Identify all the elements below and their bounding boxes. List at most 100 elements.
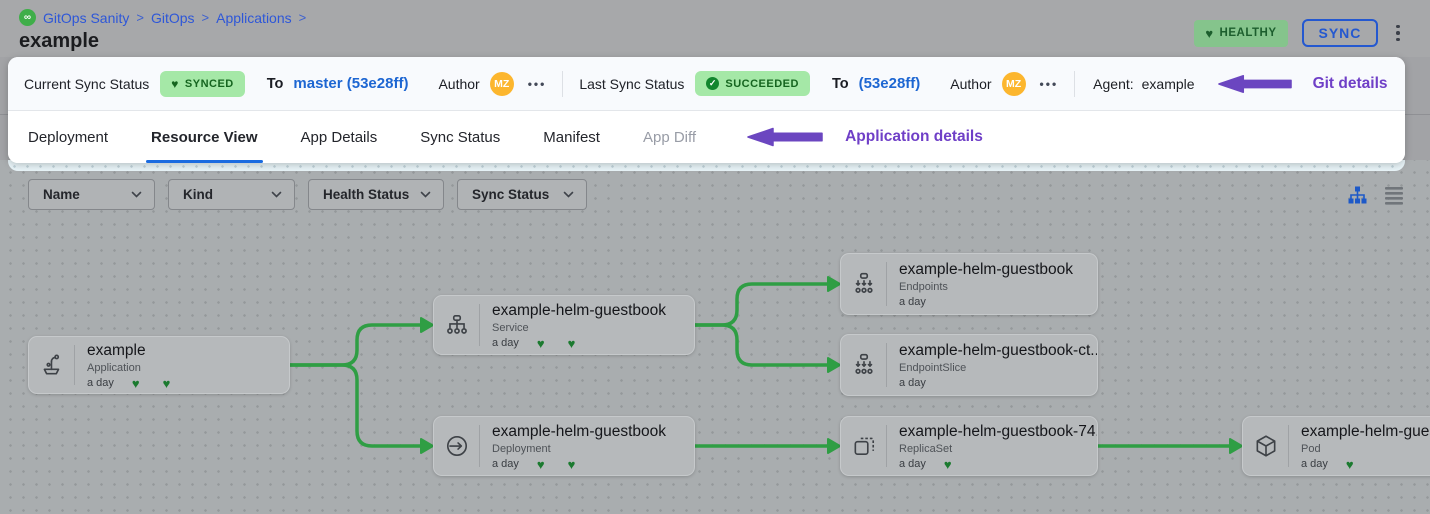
app-tabs: Deployment Resource View App Details Syn…: [8, 111, 1405, 163]
vertical-divider: [1074, 70, 1076, 97]
breadcrumb-link-gitops[interactable]: GitOps: [150, 9, 195, 26]
tab-manifest[interactable]: Manifest: [543, 128, 600, 146]
sync-status-filter-dropdown[interactable]: Sync Status: [457, 179, 587, 210]
graph-node-pod[interactable]: example-helm-guest Pod a day ♥: [1242, 416, 1430, 476]
synced-badge: ♥ SYNCED: [160, 70, 245, 97]
heart-icon: ♥: [536, 335, 545, 351]
last-commit-link[interactable]: (53e28ff): [858, 75, 921, 92]
node-kind: Deployment: [492, 443, 551, 455]
health-heart-icons: ♥♥: [131, 375, 170, 391]
kebab-menu-icon[interactable]: [1392, 23, 1404, 44]
node-age: a day: [1301, 458, 1328, 470]
succeeded-badge: ✓ SUCCEEDED: [695, 71, 810, 96]
app-status-card: Current Sync Status ♥ SYNCED To master (…: [8, 57, 1405, 163]
more-options-icon[interactable]: •••: [527, 76, 547, 91]
node-title: example-helm-guest: [1301, 423, 1430, 440]
heart-icon: ♥: [131, 375, 140, 391]
current-sync-status-label: Current Sync Status: [24, 75, 150, 92]
graph-node-application[interactable]: example Application a day ♥♥: [28, 336, 290, 394]
more-options-icon[interactable]: •••: [1039, 76, 1059, 91]
view-toggles: [1346, 184, 1405, 206]
node-kind: ReplicaSet: [899, 443, 953, 455]
health-badge-label: HEALTHY: [1219, 27, 1277, 39]
tab-sync-status[interactable]: Sync Status: [420, 128, 501, 146]
heart-icon: ♥: [567, 456, 576, 472]
chevron-down-icon: [131, 191, 142, 198]
node-age: a day: [492, 337, 519, 349]
current-to-label: To: [266, 75, 284, 92]
node-kind: Service: [492, 322, 529, 334]
breadcrumb-link-applications[interactable]: Applications: [216, 9, 292, 26]
chevron-down-icon: [420, 191, 431, 198]
node-kind: Endpoints: [899, 281, 948, 293]
breadcrumb: ∞ GitOps Sanity > GitOps > Applications …: [19, 9, 306, 26]
node-age: a day: [87, 377, 114, 389]
list-view-icon[interactable]: [1383, 184, 1405, 206]
breadcrumb-separator: >: [136, 10, 144, 25]
graph-node-replicaset[interactable]: example-helm-guestbook-74... ReplicaSet …: [840, 416, 1098, 476]
tab-app-details[interactable]: App Details: [300, 128, 378, 146]
tab-deployment[interactable]: Deployment: [28, 128, 109, 146]
check-circle-icon: ✓: [706, 77, 720, 90]
node-kind: EndpointSlice: [899, 362, 967, 374]
vertical-divider: [562, 70, 564, 97]
filter-label: Health Status: [323, 187, 410, 202]
kind-filter-dropdown[interactable]: Kind: [168, 179, 295, 210]
left-arrow-annotation-icon: [747, 127, 823, 147]
application-icon: [29, 345, 75, 385]
health-status-badge: ♥ HEALTHY: [1194, 19, 1288, 47]
agent-value: example: [1141, 75, 1195, 92]
tree-view-icon[interactable]: [1346, 184, 1368, 206]
pod-icon: [1243, 425, 1289, 467]
node-title: example: [87, 342, 146, 359]
heart-icon: ♥: [1345, 456, 1354, 472]
service-icon: [434, 304, 480, 346]
git-details-annotation: Git details: [1312, 74, 1388, 92]
breadcrumb-separator: >: [298, 10, 307, 25]
filter-label: Name: [43, 187, 80, 202]
tab-resource-view[interactable]: Resource View: [146, 112, 263, 163]
synced-badge-label: SYNCED: [184, 77, 234, 90]
breadcrumb-link-gitops-sanity[interactable]: GitOps Sanity: [43, 9, 130, 26]
node-title: example-helm-guestbook: [492, 302, 667, 319]
health-status-filter-dropdown[interactable]: Health Status: [308, 179, 444, 210]
node-kind: Application: [87, 362, 141, 374]
replicaset-icon: [841, 425, 887, 467]
gitops-logo-icon: ∞: [19, 9, 36, 26]
author-avatar[interactable]: MZ: [489, 71, 514, 96]
filter-bar: Name Kind Health Status Sync Status: [28, 179, 587, 210]
graph-node-endpointslice[interactable]: example-helm-guestbook-ct... EndpointSli…: [840, 334, 1098, 396]
succeeded-badge-label: SUCCEEDED: [725, 77, 799, 90]
node-title: example-helm-guestbook: [492, 423, 667, 440]
current-commit-link[interactable]: master (53e28ff): [293, 75, 409, 92]
heart-icon: ♥: [567, 335, 576, 351]
last-sync-status-label: Last Sync Status: [579, 75, 685, 92]
node-kind: Pod: [1301, 443, 1321, 455]
health-heart-icons: ♥: [944, 458, 952, 471]
chevron-down-icon: [271, 191, 282, 198]
breadcrumb-separator: >: [201, 10, 210, 25]
node-age: a day: [492, 458, 519, 470]
node-age: a day: [899, 296, 926, 308]
node-age: a day: [899, 377, 926, 389]
name-filter-dropdown[interactable]: Name: [28, 179, 155, 210]
chevron-down-icon: [563, 191, 574, 198]
health-heart-icons: ♥: [1345, 456, 1354, 472]
heart-icon: ♥: [171, 76, 179, 91]
endpoints-icon: [841, 262, 887, 306]
node-title: example-helm-guestbook-ct...: [899, 342, 1097, 359]
health-heart-icons: ♥♥: [536, 335, 576, 351]
graph-node-service[interactable]: example-helm-guestbook Service a day ♥♥: [433, 295, 695, 355]
tab-app-diff[interactable]: App Diff: [642, 128, 697, 146]
author-avatar[interactable]: MZ: [1001, 71, 1026, 96]
node-title: example-helm-guestbook: [899, 261, 1074, 278]
page-title: example: [19, 30, 100, 52]
graph-node-endpoints[interactable]: example-helm-guestbook Endpoints a day: [840, 253, 1098, 315]
sync-button[interactable]: SYNC: [1301, 19, 1379, 47]
left-arrow-annotation-icon: [1217, 74, 1292, 93]
application-details-annotation: Application details: [845, 128, 983, 145]
card-glow-strip: [8, 160, 1405, 171]
last-to-label: To: [831, 75, 849, 92]
graph-node-deployment[interactable]: example-helm-guestbook Deployment a day …: [433, 416, 695, 476]
